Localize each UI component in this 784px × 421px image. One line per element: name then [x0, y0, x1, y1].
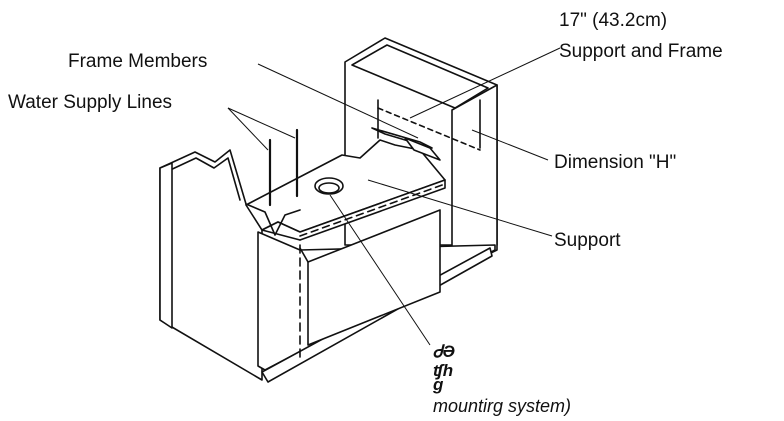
leader-drain-hole [329, 194, 431, 346]
label-garbled-2: ʧh [433, 361, 453, 380]
label-dimension-17in: 17" (43.2cm) [559, 10, 667, 31]
support-platform-front-edge [261, 179, 446, 241]
cabinet-drawing [159, 37, 498, 383]
left-panel-front-face [159, 162, 173, 329]
leader-water-supply-a [227, 107, 269, 151]
leader-lines [227, 47, 561, 346]
support-dashed-line [299, 183, 446, 237]
cabinet-inner-opening [307, 209, 441, 346]
left-panel-top-edge [165, 157, 241, 201]
left-side-panel [159, 149, 263, 381]
label-mounting-system: mountirg system) [433, 396, 571, 416]
label-dimension-h: Dimension "H" [554, 152, 676, 173]
leader-water-supply-b [227, 107, 296, 139]
right-frame-top-opening [351, 44, 489, 109]
leader-support [367, 179, 553, 237]
label-frame-members: Frame Members [68, 51, 207, 72]
support-notch [245, 203, 301, 236]
label-support: Support [554, 230, 621, 251]
label-water-supply-lines: Water Supply Lines [8, 92, 172, 113]
label-garbled-3: ɡ [432, 375, 444, 394]
leader-dimension-h [471, 129, 549, 161]
frame-member-bar-right [404, 137, 441, 161]
leader-17in [409, 47, 561, 119]
label-garbled-1: ᏧƏ [433, 342, 455, 361]
leader-frame-members [257, 63, 419, 139]
inner-opening-shelf-line [299, 247, 309, 263]
right-frame-front-face [451, 84, 498, 273]
label-support-and-frame: Support and Frame [559, 41, 723, 62]
dimension-h-dashed [377, 107, 481, 151]
drain-hole-inner [318, 182, 340, 194]
